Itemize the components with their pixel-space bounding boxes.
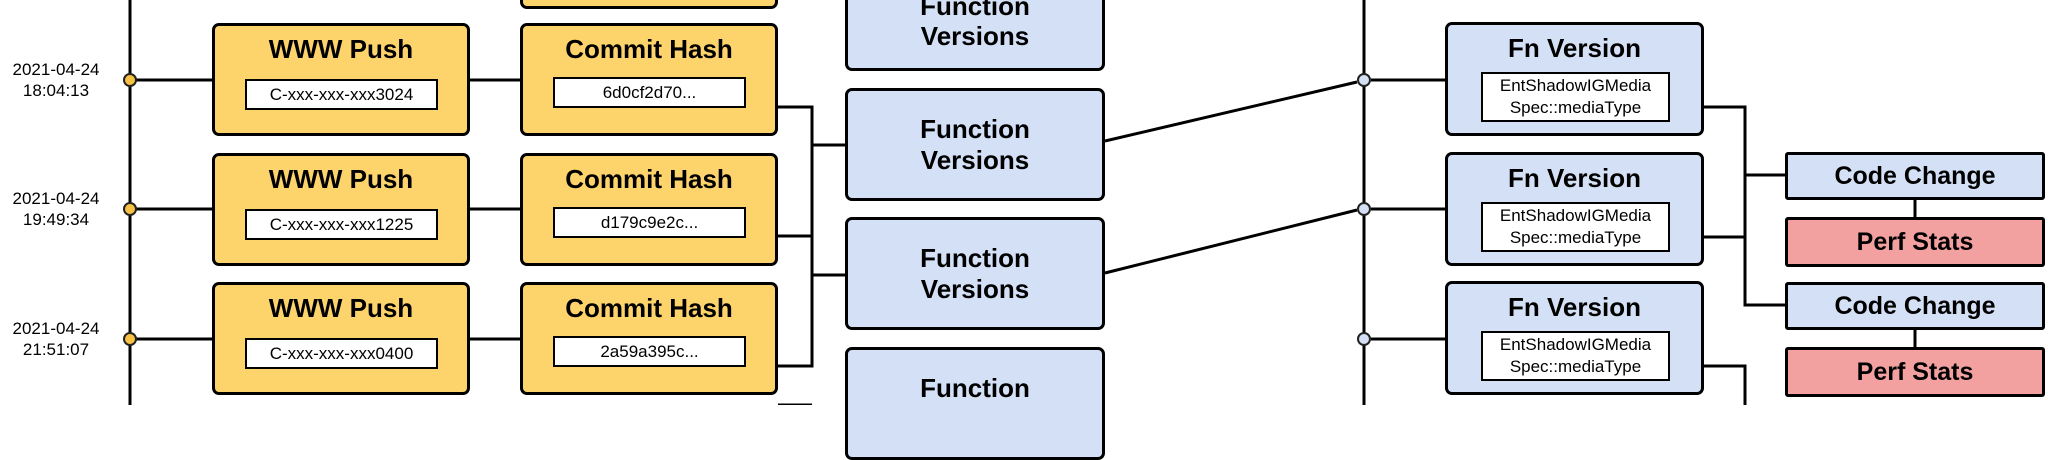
perf-stats-label: Perf Stats bbox=[1856, 358, 1974, 386]
partial-commit-box-top bbox=[520, 0, 778, 9]
www-push-box-0: WWW Push C-xxx-xxx-xxx3024 bbox=[212, 23, 470, 136]
function-versions-box-0: Function Versions bbox=[845, 0, 1105, 71]
commit-hash-title: Commit Hash bbox=[565, 34, 733, 64]
www-push-title: WWW Push bbox=[268, 293, 414, 323]
commit-hash-box-0: Commit Hash 6d0cf2d70... bbox=[520, 23, 778, 136]
code-change-box-1: Code Change bbox=[1785, 282, 2045, 330]
commit-hash-title: Commit Hash bbox=[565, 164, 733, 194]
commit-hash-box-2: Commit Hash 2a59a395c... bbox=[520, 282, 778, 395]
function-versions-label: Function bbox=[920, 243, 1030, 273]
timeline-dot bbox=[1357, 202, 1371, 216]
timeline-dot bbox=[1357, 73, 1371, 87]
fn-version-title: Fn Version bbox=[1508, 33, 1641, 63]
function-versions-box-2: Function Versions bbox=[845, 217, 1105, 330]
push-id: C-xxx-xxx-xxx3024 bbox=[245, 79, 438, 110]
commit-hash-value: d179c9e2c... bbox=[553, 207, 746, 238]
function-versions-label: Function bbox=[920, 0, 1030, 21]
function-versions-label: Versions bbox=[920, 274, 1030, 304]
function-versions-label: Function bbox=[920, 373, 1030, 403]
function-versions-box-1: Function Versions bbox=[845, 88, 1105, 201]
timeline-dot bbox=[123, 332, 137, 346]
code-change-box-0: Code Change bbox=[1785, 152, 2045, 200]
www-push-box-1: WWW Push C-xxx-xxx-xxx1225 bbox=[212, 153, 470, 266]
perf-stats-box-1: Perf Stats bbox=[1785, 347, 2045, 397]
commit-hash-value: 2a59a395c... bbox=[553, 336, 746, 367]
timeline-dot bbox=[1357, 332, 1371, 346]
fn-version-title: Fn Version bbox=[1508, 292, 1641, 322]
fn-version-title: Fn Version bbox=[1508, 163, 1641, 193]
code-change-label: Code Change bbox=[1834, 162, 1996, 190]
function-versions-label: Versions bbox=[920, 145, 1030, 175]
commit-hash-value: 6d0cf2d70... bbox=[553, 77, 746, 108]
commit-hash-title: Commit Hash bbox=[565, 293, 733, 323]
function-versions-box-3: Function bbox=[845, 347, 1105, 460]
commit-hash-box-1: Commit Hash d179c9e2c... bbox=[520, 153, 778, 266]
push-id: C-xxx-xxx-xxx0400 bbox=[245, 338, 438, 369]
function-versions-label: Versions bbox=[920, 21, 1030, 51]
code-change-label: Code Change bbox=[1834, 292, 1996, 320]
www-push-title: WWW Push bbox=[268, 164, 414, 194]
www-push-box-2: WWW Push C-xxx-xxx-xxx0400 bbox=[212, 282, 470, 395]
timeline-dot bbox=[123, 202, 137, 216]
function-versions-label: Function bbox=[920, 114, 1030, 144]
timeline-dot bbox=[123, 73, 137, 87]
perf-stats-label: Perf Stats bbox=[1856, 228, 1974, 256]
perf-stats-box-0: Perf Stats bbox=[1785, 217, 2045, 267]
connector-lines bbox=[128, 0, 1917, 405]
push-id: C-xxx-xxx-xxx1225 bbox=[245, 209, 438, 240]
www-push-title: WWW Push bbox=[268, 34, 414, 64]
